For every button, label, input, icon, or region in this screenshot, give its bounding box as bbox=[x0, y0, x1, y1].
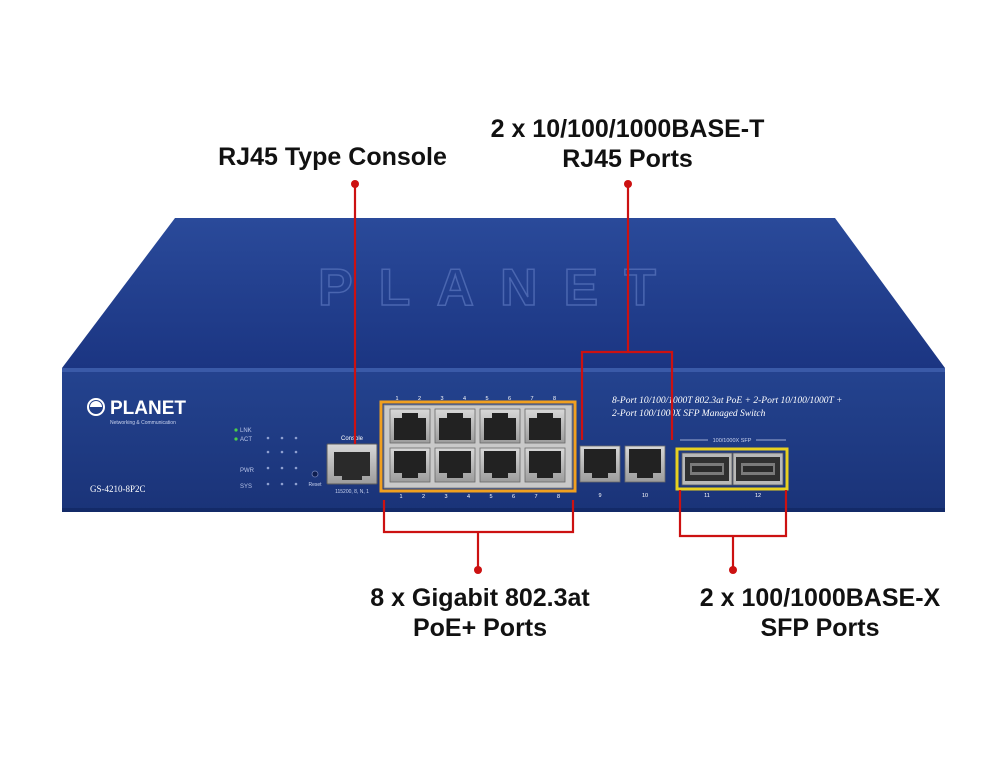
poe-ports-top-row bbox=[389, 408, 566, 444]
poe-highlight-frame bbox=[379, 400, 577, 493]
poe-port-odd[interactable] bbox=[434, 408, 476, 444]
poe-bottom-number: 7 bbox=[534, 494, 537, 500]
rj45-port-9[interactable] bbox=[579, 445, 621, 483]
callout-rj45-ports: 2 x 10/100/1000BASE-T RJ45 Ports bbox=[455, 114, 800, 174]
poe-top-number: 6 bbox=[508, 396, 511, 402]
callout-sfp-line1: 2 x 100/1000BASE-X bbox=[699, 584, 941, 612]
reset-button[interactable] bbox=[311, 470, 319, 478]
poe-port-odd[interactable] bbox=[389, 408, 431, 444]
callout-lines bbox=[353, 184, 788, 567]
poe-bottom-number: 3 bbox=[444, 494, 447, 500]
callout-rj45-line1: 2 x 10/100/1000BASE-T bbox=[490, 115, 765, 143]
rj45-uplink-ports: 9 10 bbox=[579, 445, 666, 499]
callout-poe-line1: 8 x Gigabit 802.3at bbox=[370, 584, 590, 612]
sfp-ports: 11 12 bbox=[681, 452, 784, 499]
sfp-port-12[interactable] bbox=[732, 452, 784, 486]
led-label-lnk: LNK bbox=[240, 428, 252, 434]
poe-bottom-number: 1 bbox=[399, 494, 402, 500]
poe-top-number: 1 bbox=[395, 396, 398, 402]
callout-dots bbox=[351, 180, 737, 574]
poe-top-numbers: 1 2 3 4 5 6 7 8 bbox=[395, 396, 556, 402]
sfp-port-number: 11 bbox=[704, 493, 710, 499]
brand-tagline: Networking & Communication bbox=[110, 420, 176, 426]
callout-rj45-line2: RJ45 Ports bbox=[562, 145, 693, 173]
poe-ports-bottom-row bbox=[389, 447, 566, 483]
callout-console: RJ45 Type Console bbox=[180, 142, 485, 172]
sfp-group-label: 100/1000X SFP bbox=[713, 438, 752, 444]
planet-logo-icon bbox=[87, 398, 105, 416]
poe-port-odd[interactable] bbox=[479, 408, 521, 444]
rj45-port-number: 10 bbox=[642, 493, 648, 499]
poe-bottom-numbers: 1 2 3 4 5 6 7 8 bbox=[399, 494, 560, 500]
console-settings-label: 115200, 8, N, 1 bbox=[335, 489, 369, 495]
reset-label: Reset bbox=[308, 482, 322, 488]
poe-bottom-number: 5 bbox=[489, 494, 492, 500]
switch-top-surface bbox=[62, 218, 945, 368]
top-emboss-logo: PLANET bbox=[318, 259, 682, 317]
sfp-highlight-frame bbox=[675, 447, 789, 491]
model-number: GS-4210-8P2C bbox=[90, 484, 146, 494]
poe-top-number: 7 bbox=[530, 396, 533, 402]
poe-port-odd[interactable] bbox=[524, 408, 566, 444]
poe-top-number: 3 bbox=[440, 396, 443, 402]
poe-top-number: 4 bbox=[463, 396, 466, 402]
poe-port-even[interactable] bbox=[434, 447, 476, 483]
callout-sfp-ports: 2 x 100/1000BASE-X SFP Ports bbox=[660, 583, 980, 643]
poe-top-number: 8 bbox=[553, 396, 556, 402]
led-label-act: ACT bbox=[240, 437, 252, 443]
brand-name: PLANET bbox=[110, 398, 186, 419]
poe-bottom-number: 2 bbox=[422, 494, 425, 500]
poe-bottom-number: 4 bbox=[467, 494, 470, 500]
rj45-port-number: 9 bbox=[598, 493, 601, 499]
poe-bottom-number: 6 bbox=[512, 494, 515, 500]
device-description-line2: 2-Port 100/1000X SFP Managed Switch bbox=[612, 409, 766, 419]
console-port-label: Console bbox=[341, 436, 364, 442]
callout-sfp-line2: SFP Ports bbox=[760, 614, 880, 642]
device-description-line1: 8-Port 10/100/1000T 802.3at PoE + 2-Port… bbox=[612, 396, 842, 406]
poe-port-even[interactable] bbox=[389, 447, 431, 483]
callout-poe-ports: 8 x Gigabit 802.3at PoE+ Ports bbox=[325, 583, 635, 643]
callout-poe-line2: PoE+ Ports bbox=[412, 614, 548, 642]
led-label-pwr: PWR bbox=[240, 468, 255, 474]
poe-port-even[interactable] bbox=[524, 447, 566, 483]
sfp-port-11[interactable] bbox=[681, 452, 733, 486]
rj45-port-10[interactable] bbox=[624, 445, 666, 483]
led-label-sys: SYS bbox=[240, 484, 252, 490]
led-panel: LNK ACT PWR SYS bbox=[234, 428, 298, 490]
poe-top-number: 5 bbox=[485, 396, 488, 402]
sfp-port-number: 12 bbox=[755, 493, 761, 499]
poe-bottom-number: 8 bbox=[557, 494, 560, 500]
poe-port-even[interactable] bbox=[479, 447, 521, 483]
poe-top-number: 2 bbox=[418, 396, 421, 402]
callout-console-text: RJ45 Type Console bbox=[218, 143, 447, 171]
